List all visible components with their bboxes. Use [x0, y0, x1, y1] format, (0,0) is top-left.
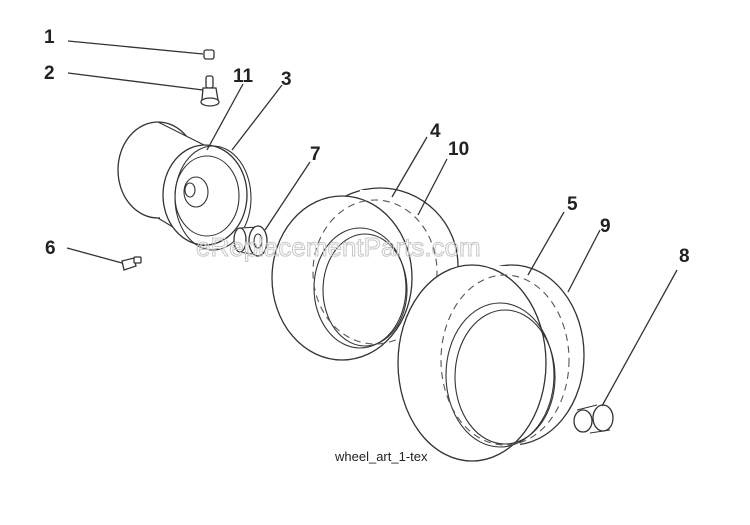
valve-stem — [200, 75, 220, 107]
leader-lines — [66, 40, 678, 407]
callout-5: 5 — [567, 194, 578, 215]
inner-tube — [440, 274, 570, 446]
callout-8: 8 — [679, 246, 690, 267]
valve-cap — [203, 49, 215, 60]
grease-fitting — [121, 256, 142, 271]
diagram-caption: wheel_art_1-tex — [334, 449, 428, 464]
callout-6: 6 — [45, 238, 56, 259]
callout-4: 4 — [430, 121, 441, 142]
callout-10: 10 — [448, 139, 469, 160]
rear-tire — [397, 264, 585, 462]
bushing — [573, 404, 614, 434]
callout-9: 9 — [600, 216, 611, 237]
callout-1: 1 — [44, 27, 55, 48]
callout-3: 3 — [281, 69, 292, 90]
watermark-text: eReplacementParts.com — [196, 232, 481, 262]
callout-11: 11 — [233, 66, 254, 87]
callout-7: 7 — [310, 144, 321, 165]
bearing-bushing — [233, 225, 268, 257]
rim-flange — [174, 145, 252, 251]
front-tire — [271, 187, 459, 361]
wheel-rim — [117, 121, 248, 247]
tube — [312, 199, 438, 345]
callout-2: 2 — [44, 63, 55, 84]
